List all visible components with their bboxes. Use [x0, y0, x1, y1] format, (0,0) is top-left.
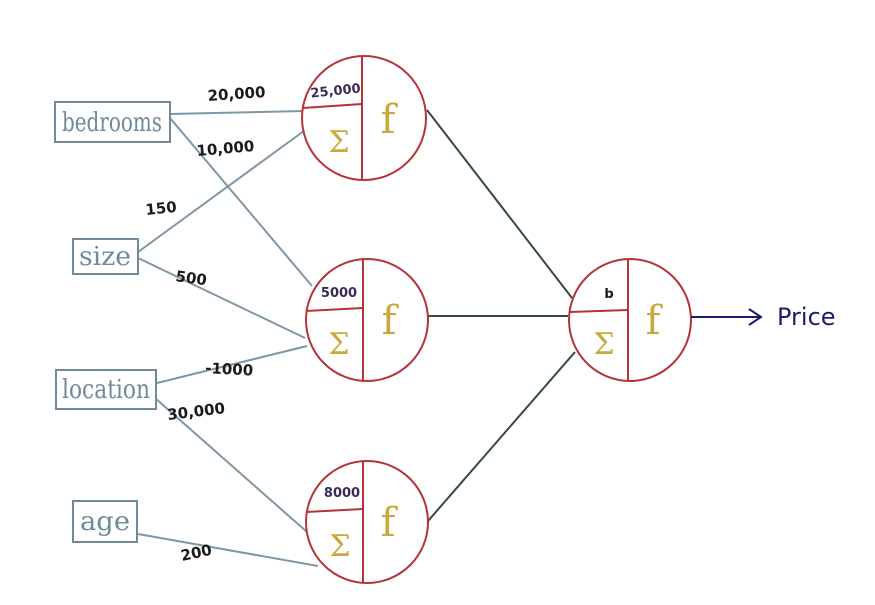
input-node-age: age — [72, 500, 138, 543]
hidden-neuron-1: 25,000 Σ f — [301, 55, 427, 181]
input-node-size: size — [72, 238, 139, 275]
activation-symbol: f — [382, 298, 400, 344]
input-edges — [137, 110, 319, 567]
activation-symbol: f — [381, 97, 399, 143]
input-label: bedrooms — [62, 108, 162, 138]
weight-label: 30,000 — [166, 399, 226, 424]
bias-label: 8000 — [324, 486, 360, 501]
output-neuron: b Σ f — [568, 258, 692, 382]
edge-hidden-3-output — [427, 351, 576, 522]
output-arrow — [691, 308, 763, 326]
input-node-location: location — [55, 369, 157, 410]
hidden-neuron-2: 5000 Σ f — [305, 258, 429, 382]
bias-label: 5000 — [321, 286, 357, 301]
bias-label: 25,000 — [310, 81, 361, 101]
hidden-neuron-3: 8000 Σ f — [305, 460, 429, 584]
bias-label: b — [604, 287, 613, 302]
sum-symbol: Σ — [328, 125, 349, 160]
activation-symbol: f — [646, 298, 664, 344]
edge-location-hidden-2 — [156, 345, 308, 384]
weight-label: 150 — [145, 198, 178, 219]
input-node-bedrooms: bedrooms — [54, 101, 171, 143]
edge-size-hidden-2 — [137, 257, 306, 339]
sum-symbol: Σ — [329, 529, 350, 564]
weight-label: 10,000 — [196, 137, 255, 160]
edge-size-hidden-1 — [137, 127, 309, 253]
output-label: Price — [777, 303, 836, 331]
input-label: size — [79, 242, 131, 272]
edge-age-hidden-3 — [137, 533, 319, 567]
edge-bedrooms-hidden-2 — [169, 117, 313, 287]
edge-bedrooms-hidden-1 — [169, 110, 306, 115]
activation-symbol: f — [381, 500, 399, 546]
weight-label: 500 — [174, 267, 208, 289]
sum-symbol: Σ — [328, 327, 349, 362]
edge-hidden-1-output — [426, 109, 573, 299]
weight-label: 200 — [179, 541, 213, 565]
weight-label: 20,000 — [207, 83, 266, 105]
sum-symbol: Σ — [593, 327, 614, 362]
edge-location-hidden-3 — [154, 397, 308, 533]
weight-labels: 20,000 10,000 150 500 -1000 30,000 200 — [145, 83, 266, 565]
input-label: age — [80, 507, 130, 537]
hidden-edges — [426, 109, 576, 522]
weight-label: -1000 — [205, 359, 254, 379]
input-label: location — [62, 375, 150, 405]
